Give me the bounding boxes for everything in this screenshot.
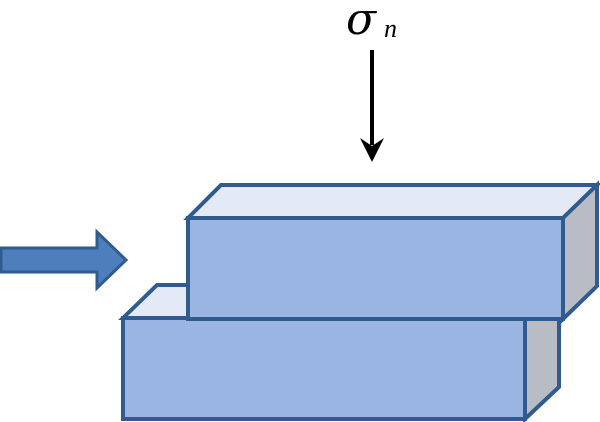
- lower-block: [118, 281, 561, 422]
- lower-block-top: [118, 283, 192, 320]
- normal-load-arrow-icon: [360, 50, 384, 162]
- upper-block-front: [186, 216, 565, 321]
- upper-block-top: [183, 183, 600, 220]
- upper-block: [183, 180, 600, 324]
- normal-stress-subscript: n: [384, 14, 397, 43]
- normal-stress-symbol: σ: [346, 0, 377, 45]
- push-arrow-icon: [0, 228, 129, 292]
- lower-block-front: [121, 316, 527, 421]
